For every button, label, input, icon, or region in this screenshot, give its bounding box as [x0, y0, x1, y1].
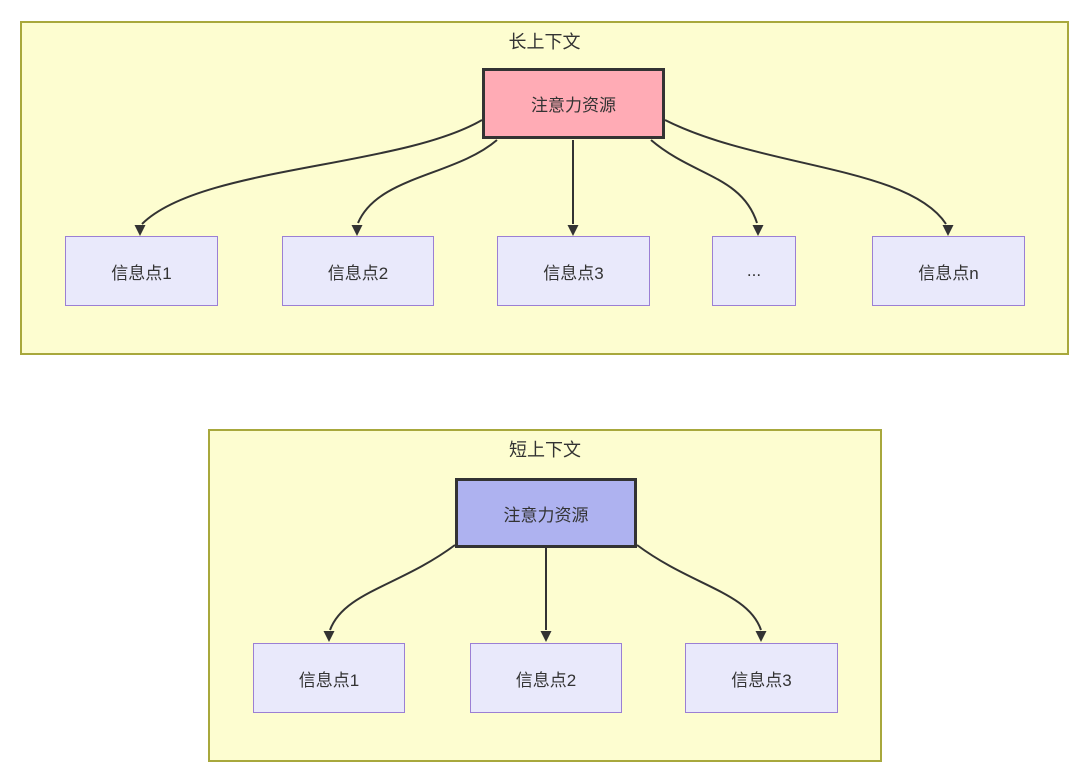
- long-context-title: 长上下文: [508, 32, 581, 52]
- short-info-point-2-node: 信息点2: [470, 643, 622, 713]
- long-info-point-3-node: 信息点3: [497, 236, 650, 306]
- long-attention-resource-node: 注意力资源: [482, 68, 665, 139]
- short-attention-resource-node: 注意力资源: [455, 478, 637, 548]
- long-info-point-2-node: 信息点2: [282, 236, 434, 306]
- long-info-point-1-node: 信息点1: [65, 236, 218, 306]
- long-info-point-n-node: 信息点n: [872, 236, 1025, 306]
- short-info-point-3-node: 信息点3: [685, 643, 838, 713]
- short-context-title: 短上下文: [509, 440, 581, 460]
- short-info-point-1-node: 信息点1: [253, 643, 405, 713]
- long-info-point-ellipsis-node: ...: [712, 236, 796, 306]
